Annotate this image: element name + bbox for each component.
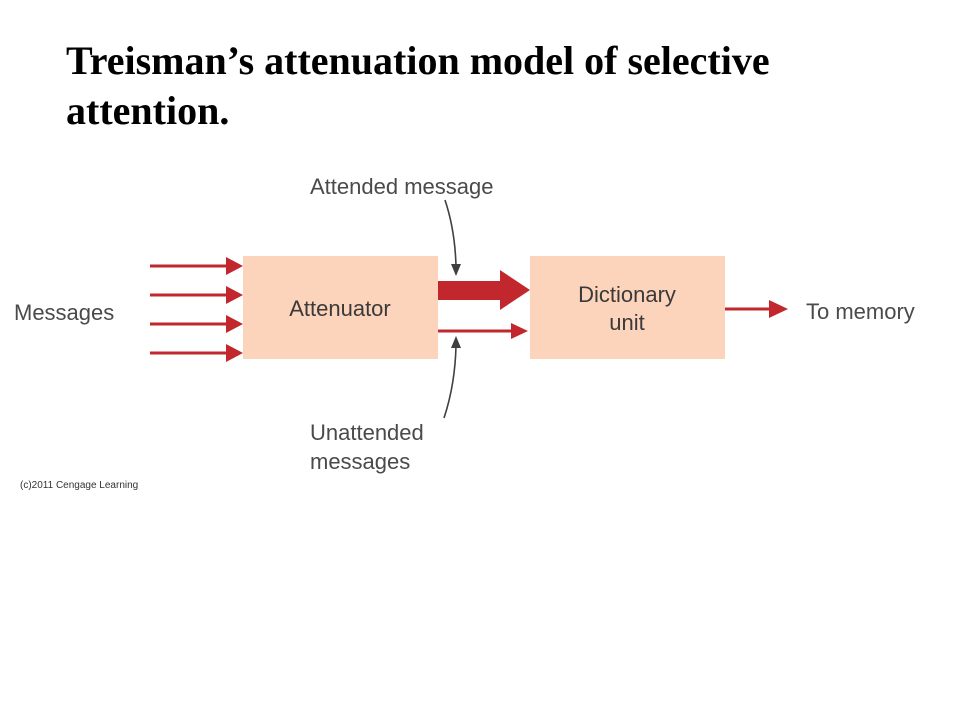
messages-label: Messages — [14, 300, 114, 325]
slide-title: Treisman’s attenuation model of selectiv… — [66, 38, 770, 133]
unattended-arrowhead — [511, 323, 528, 339]
attended-arrow — [438, 270, 530, 310]
unattended-pointer-head — [451, 336, 461, 348]
attended-pointer-head — [451, 264, 461, 276]
input-arrowhead-2 — [226, 286, 243, 304]
input-arrowhead-3 — [226, 315, 243, 333]
input-arrowhead-1 — [226, 257, 243, 275]
copyright-credit: (c)2011 Cengage Learning — [20, 480, 138, 491]
to-memory-label: To memory — [806, 299, 915, 324]
input-message-arrows — [150, 257, 243, 362]
attended-pointer — [444, 199, 457, 267]
unattended-label-line1: Unattended — [310, 420, 424, 445]
output-arrowhead — [769, 300, 788, 318]
dictionary-label-line1: Dictionary — [578, 282, 676, 307]
input-arrowhead-4 — [226, 344, 243, 362]
unattended-label-line2: messages — [310, 449, 410, 474]
attenuator-box — [243, 256, 438, 359]
unattended-pointer — [443, 345, 457, 419]
attended-message-label: Attended message — [310, 174, 493, 199]
dictionary-label-line2: unit — [609, 310, 644, 335]
attenuator-label: Attenuator — [289, 296, 391, 321]
dictionary-unit-box — [530, 256, 725, 359]
